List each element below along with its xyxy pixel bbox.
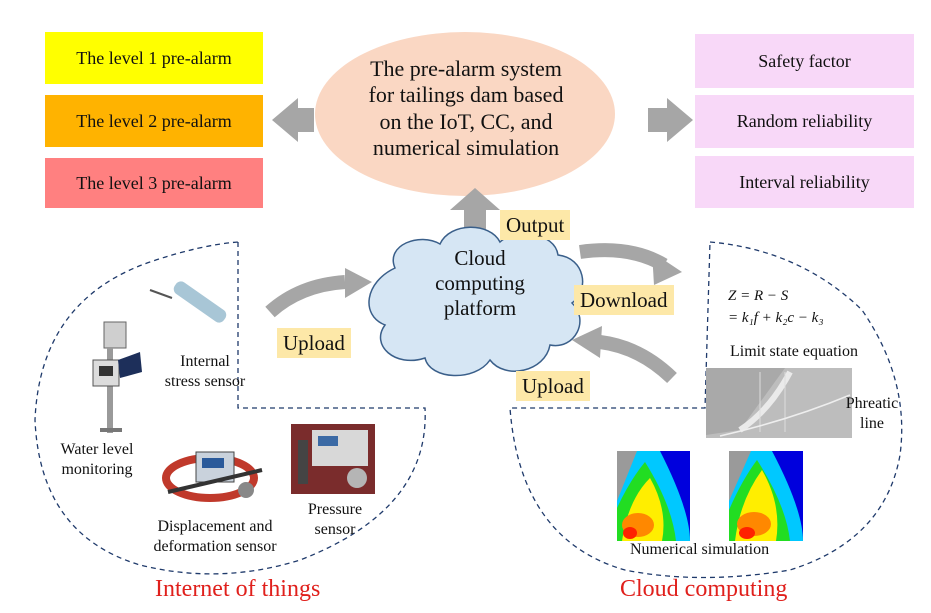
arrow-download xyxy=(579,243,668,272)
tag-output: Output xyxy=(500,210,571,240)
alarm-level-2: The level 2 pre-alarm xyxy=(45,95,263,147)
displacement-line-2: deformation sensor xyxy=(153,538,277,555)
limit-state-equation: Z = R − S = k₁f + k₂c − k₃ xyxy=(728,286,824,330)
result-interval-reliability-label: Interval reliability xyxy=(739,171,870,192)
center-line-4: numerical simulation xyxy=(372,135,560,161)
internal-stress-caption: Internal stress sensor xyxy=(150,352,260,392)
numerical-simulation-image-1 xyxy=(617,451,690,541)
alarm-level-3-label: The level 3 pre-alarm xyxy=(76,172,232,193)
internal-stress-line-1: Internal xyxy=(180,353,230,370)
water-level-station-image xyxy=(92,321,142,433)
internal-stress-line-2: stress sensor xyxy=(164,373,246,390)
phreatic-line-1: Phreatic xyxy=(845,395,899,412)
cc-title: Cloud computing xyxy=(620,576,788,602)
result-random-reliability-label: Random reliability xyxy=(736,111,873,131)
water-level-caption: Water level monitoring xyxy=(52,440,142,480)
cloud-line-1: Cloud xyxy=(454,246,506,270)
slope-section-image xyxy=(706,368,852,438)
cloud-shape xyxy=(368,226,584,377)
tag-download: Download xyxy=(574,285,674,315)
pressure-sensor-image xyxy=(291,424,375,494)
numerical-simulation-image-2 xyxy=(729,451,803,541)
alarm-level-2-label: The level 2 pre-alarm xyxy=(76,110,232,131)
displacement-sensor-image xyxy=(162,451,263,502)
water-level-line-1: Water level xyxy=(60,441,134,458)
center-line-2: for tailings dam based xyxy=(368,82,564,108)
alarm-level-3: The level 3 pre-alarm xyxy=(45,158,263,208)
arrow-right xyxy=(648,98,693,142)
phreatic-caption: Phreatic line xyxy=(842,394,902,434)
center-title: The pre-alarm system for tailings dam ba… xyxy=(338,56,594,162)
numerical-simulation-caption: Numerical simulation xyxy=(630,541,770,558)
result-safety-factor-label: Safety factor xyxy=(758,50,851,71)
arrow-upload-right xyxy=(598,335,677,384)
result-safety-factor: Safety factor xyxy=(695,34,914,88)
equation-line-2: = k₁f + k₂c − k₃ xyxy=(728,309,824,326)
center-line-3: on the IoT, CC, and xyxy=(379,108,553,134)
iot-title: Internet of things xyxy=(155,576,321,602)
pressure-line-2: sensor xyxy=(314,521,356,538)
internal-stress-sensor-image xyxy=(149,281,227,323)
tag-upload-left: Upload xyxy=(277,328,351,358)
center-ellipse xyxy=(315,32,615,196)
equation-line-1: Z = R − S xyxy=(728,288,789,304)
arrow-up xyxy=(450,188,500,232)
tag-upload-right: Upload xyxy=(516,371,590,401)
cloud-label: Cloud computing platform xyxy=(405,246,555,322)
cloud-line-2: computing xyxy=(435,271,525,296)
water-level-line-2: monitoring xyxy=(61,461,133,478)
displacement-caption: Displacement and deformation sensor xyxy=(140,517,290,557)
iot-dashed-outline xyxy=(34,241,426,575)
phreatic-line-2: line xyxy=(860,415,884,432)
cloud-line-3: platform xyxy=(443,296,517,321)
result-random-reliability: Random reliability xyxy=(695,95,914,148)
alarm-level-1: The level 1 pre-alarm xyxy=(45,32,263,84)
arrow-upload-left xyxy=(265,275,346,318)
pressure-line-1: Pressure xyxy=(307,501,363,518)
alarm-level-1-label: The level 1 pre-alarm xyxy=(76,47,232,68)
cc-dashed-outline xyxy=(509,241,903,579)
limit-state-caption: Limit state equation xyxy=(730,343,858,360)
result-interval-reliability: Interval reliability xyxy=(695,156,914,208)
pressure-caption: Pressure sensor xyxy=(295,500,375,540)
displacement-line-1: Displacement and xyxy=(157,518,273,535)
arrow-left xyxy=(272,98,314,142)
center-line-1: The pre-alarm system xyxy=(370,56,562,81)
